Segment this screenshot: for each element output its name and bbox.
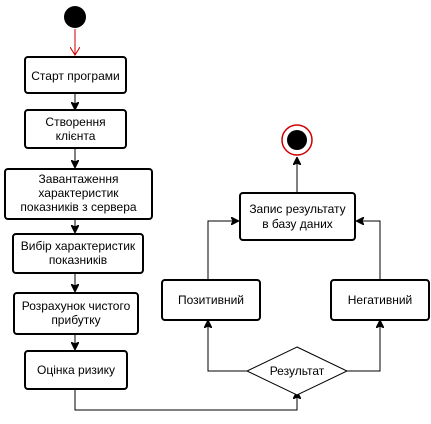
flow-negative-to-save	[357, 221, 381, 280]
final-node	[281, 124, 313, 156]
node-load-characteristics-line3: показників з сервера	[20, 200, 136, 214]
flow-decision-to-negative	[347, 321, 380, 372]
node-save-result[interactable]: Запис результату в базу даних	[239, 192, 356, 241]
node-load-characteristics-line2: характеристик	[38, 186, 119, 200]
node-load-characteristics[interactable]: Завантаження характеристик показників з …	[4, 168, 153, 220]
node-create-client[interactable]: Створення клієнта	[24, 109, 127, 149]
node-save-result-line2: в базу даних	[262, 217, 333, 231]
node-positive[interactable]: Позитивний	[161, 279, 261, 321]
node-choose-characteristics[interactable]: Вибір характеристик показників	[12, 233, 144, 274]
node-risk-assessment[interactable]: Оцінка ризику	[24, 350, 128, 390]
node-negative[interactable]: Негативний	[330, 279, 430, 321]
node-create-client-label-line2: клієнта	[56, 129, 96, 143]
node-load-characteristics-line1: Завантаження	[39, 172, 119, 186]
flow-decision-to-positive	[208, 321, 247, 372]
flow-risk-to-decision	[74, 389, 297, 411]
flow-positive-to-save	[207, 221, 238, 280]
node-save-result-line1: Запис результату	[249, 202, 345, 216]
node-create-client-label-line1: Створення	[45, 115, 105, 129]
node-choose-characteristics-line1: Вибір характеристик	[21, 239, 136, 253]
node-calculate-profit[interactable]: Розрахунок чистого прибутку	[13, 292, 139, 335]
node-decision-result[interactable]: Результат	[245, 346, 349, 396]
node-negative-label: Негативний	[348, 293, 412, 307]
node-decision-result-label: Результат	[270, 364, 325, 378]
node-calculate-profit-line1: Розрахунок чистого	[22, 299, 131, 313]
node-choose-characteristics-line2: показників	[49, 253, 107, 267]
initial-node	[64, 6, 86, 28]
node-positive-label: Позитивний	[178, 293, 244, 307]
node-risk-assessment-label: Оцінка ризику	[37, 363, 115, 377]
node-start-program[interactable]: Старт програми	[24, 56, 127, 94]
node-calculate-profit-line2: прибутку	[51, 313, 100, 327]
node-start-program-label: Старт програми	[31, 69, 119, 83]
